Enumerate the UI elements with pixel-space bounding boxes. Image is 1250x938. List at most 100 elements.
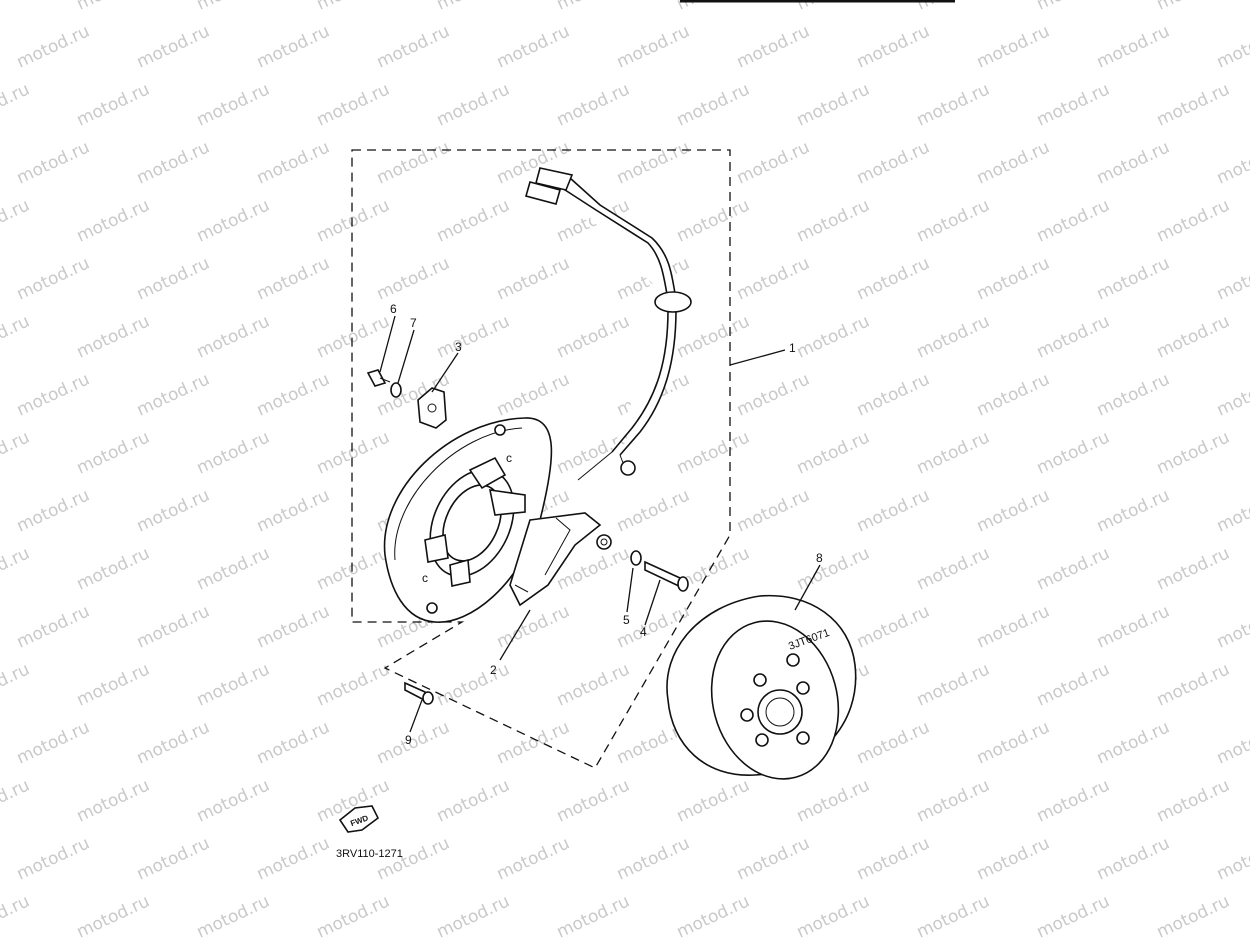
- watermark-text: motod.ru: [554, 775, 633, 826]
- watermark-text: motod.ru: [434, 79, 513, 130]
- watermark-text: motod.ru: [854, 717, 933, 768]
- watermark-text: motod.ru: [494, 21, 573, 72]
- watermark-text: motod.ru: [914, 891, 993, 938]
- watermark-text: motod.ru: [134, 137, 213, 188]
- watermark-text: motod.ru: [74, 427, 153, 478]
- watermark-text: motod.ru: [914, 195, 993, 246]
- watermark-text: motod.ru: [1154, 427, 1233, 478]
- watermark-text: motod.ru: [914, 311, 993, 362]
- watermark-text: motod.ru: [374, 253, 453, 304]
- watermark-text: motod.ru: [554, 0, 633, 15]
- watermark-text: motod.ru: [974, 253, 1053, 304]
- watermark-text: motod.ru: [1154, 891, 1233, 938]
- watermark-text: motod.ru: [1214, 137, 1250, 188]
- watermark-text: motod.ru: [14, 369, 93, 420]
- watermark-text: motod.ru: [734, 21, 813, 72]
- watermark-text: motod.ru: [1094, 369, 1173, 420]
- watermark-text: motod.ru: [1094, 137, 1173, 188]
- watermark-text: motod.ru: [1034, 775, 1113, 826]
- wire-clamp[interactable]: [417, 387, 447, 429]
- watermark-text: motod.ru: [134, 717, 213, 768]
- watermark-text: motod.ru: [1034, 79, 1113, 130]
- watermark-text: motod.ru: [1034, 311, 1113, 362]
- watermark-text: motod.ru: [494, 833, 573, 884]
- watermark-text: motod.ru: [1034, 659, 1113, 710]
- watermark-text: motod.ru: [854, 369, 933, 420]
- watermark-text: motod.ru: [614, 137, 693, 188]
- watermark-text: motod.ru: [854, 601, 933, 652]
- watermark-text: motod.ru: [194, 427, 273, 478]
- pickup-coil[interactable]: [509, 512, 602, 607]
- callout-1: 1: [789, 341, 796, 355]
- watermark-text: motod.ru: [434, 891, 513, 938]
- watermark-text: motod.ru: [554, 659, 633, 710]
- wire-harness[interactable]: [525, 167, 692, 481]
- watermark-text: motod.ru: [1214, 833, 1250, 884]
- watermark-text: motod.ru: [674, 775, 753, 826]
- watermark-text: motod.ru: [1154, 659, 1233, 710]
- watermark-text: motod.ru: [1034, 427, 1113, 478]
- watermark-text: motod.ru: [614, 485, 693, 536]
- watermark-text: motod.ru: [254, 369, 333, 420]
- plate-mark-c2: c: [422, 571, 428, 585]
- watermark-text: motod.ru: [434, 311, 513, 362]
- bolt-4[interactable]: [644, 560, 689, 592]
- washer-7[interactable]: [390, 382, 402, 398]
- watermark-text: motod.ru: [914, 775, 993, 826]
- stator-plate[interactable]: c c: [383, 417, 553, 623]
- watermark-text: motod.ru: [734, 833, 813, 884]
- callout-2: 2: [490, 663, 497, 677]
- watermark-text: motod.ru: [734, 253, 813, 304]
- callout-4: 4: [640, 625, 647, 639]
- diagram-code: 3RV110-1271: [336, 848, 403, 860]
- plate-mark-c1: c: [506, 451, 512, 465]
- watermark-text: motod.ru: [854, 137, 933, 188]
- watermark-text: motod.ru: [14, 485, 93, 536]
- washer-5[interactable]: [630, 550, 642, 566]
- watermark-text: motod.ru: [314, 543, 393, 594]
- watermark-text: motod.ru: [0, 0, 33, 15]
- watermark-text: motod.ru: [914, 659, 993, 710]
- watermark-text: motod.ru: [1154, 0, 1233, 15]
- watermark-text: motod.ru: [314, 427, 393, 478]
- watermark-text: motod.ru: [134, 21, 213, 72]
- watermark-text: motod.ru: [74, 543, 153, 594]
- screw-9[interactable]: [404, 681, 434, 705]
- fwd-arrow-icon: FWD: [338, 805, 380, 833]
- screw-6[interactable]: [366, 369, 391, 387]
- watermark-text: motod.ru: [74, 0, 153, 15]
- watermark-text: motod.ru: [74, 79, 153, 130]
- watermark-text: motod.ru: [314, 659, 393, 710]
- watermark-text: motod.ru: [134, 369, 213, 420]
- watermark-text: motod.ru: [254, 833, 333, 884]
- watermark-text: motod.ru: [254, 253, 333, 304]
- watermark-text: motod.ru: [194, 891, 273, 938]
- watermark-text: motod.ru: [0, 195, 33, 246]
- watermark-text: motod.ru: [314, 891, 393, 938]
- nut[interactable]: [596, 534, 612, 550]
- watermark-text: motod.ru: [14, 253, 93, 304]
- watermark-text: motod.ru: [434, 775, 513, 826]
- watermark-text: motod.ru: [974, 717, 1053, 768]
- watermark-text: motod.ru: [794, 427, 873, 478]
- watermark-text: motod.ru: [74, 775, 153, 826]
- watermark-text: motod.ru: [1214, 369, 1250, 420]
- watermark-text: motod.ru: [74, 659, 153, 710]
- watermark-text: motod.ru: [554, 311, 633, 362]
- watermark-text: motod.ru: [554, 79, 633, 130]
- watermark-text: motod.ru: [1154, 195, 1233, 246]
- watermark-text: motod.ru: [314, 0, 393, 15]
- watermark-text: motod.ru: [1214, 717, 1250, 768]
- callout-5: 5: [623, 613, 630, 627]
- watermark-text: motod.ru: [914, 79, 993, 130]
- watermark-text: motod.ru: [254, 485, 333, 536]
- watermark-text: motod.ru: [14, 601, 93, 652]
- watermark-text: motod.ru: [1154, 543, 1233, 594]
- watermark-text: motod.ru: [254, 601, 333, 652]
- flywheel-rotor[interactable]: 3JT6071: [666, 594, 857, 794]
- watermark-text: motod.ru: [0, 659, 33, 710]
- watermark-text: motod.ru: [974, 601, 1053, 652]
- watermark-text: motod.ru: [494, 253, 573, 304]
- watermark-text: motod.ru: [794, 311, 873, 362]
